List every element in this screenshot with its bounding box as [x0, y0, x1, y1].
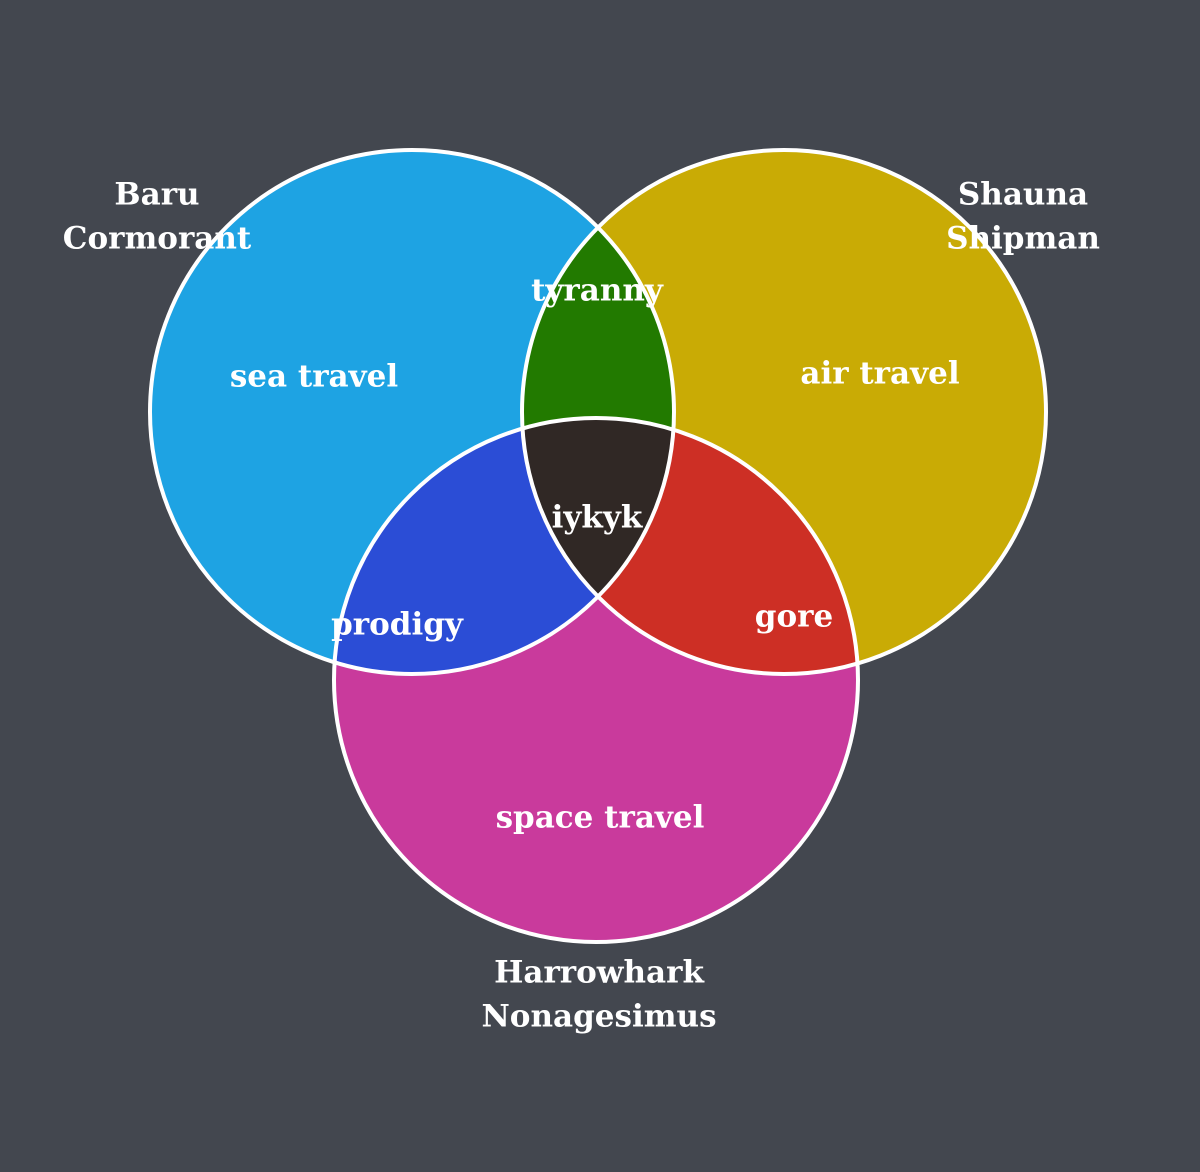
region-baru-harrow [334, 418, 674, 674]
label-space-travel: space travel [496, 800, 705, 836]
set-name-baru-line2: Cormorant [63, 221, 252, 257]
shauna-circle-outline [520, 148, 1048, 676]
set-name-shauna-line1: Shauna [958, 177, 1088, 213]
label-prodigy: prodigy [331, 607, 464, 643]
set-name-baru-line1: Baru [114, 177, 199, 213]
label-iykyk: iykyk [552, 500, 644, 536]
label-gore: gore [755, 599, 833, 635]
set-name-harrow-line2: Nonagesimus [481, 999, 716, 1035]
harrow-circle-outline [332, 416, 860, 944]
set-name-shauna-line2: Shipman [946, 221, 1100, 257]
region-shauna-harrow [522, 418, 858, 674]
label-sea-travel: sea travel [230, 359, 398, 395]
label-tyranny: tyranny [531, 273, 664, 309]
label-air-travel: air travel [800, 356, 959, 392]
set-name-harrow-line1: Harrowhark [494, 955, 705, 991]
baru-circle-outline [148, 148, 676, 676]
